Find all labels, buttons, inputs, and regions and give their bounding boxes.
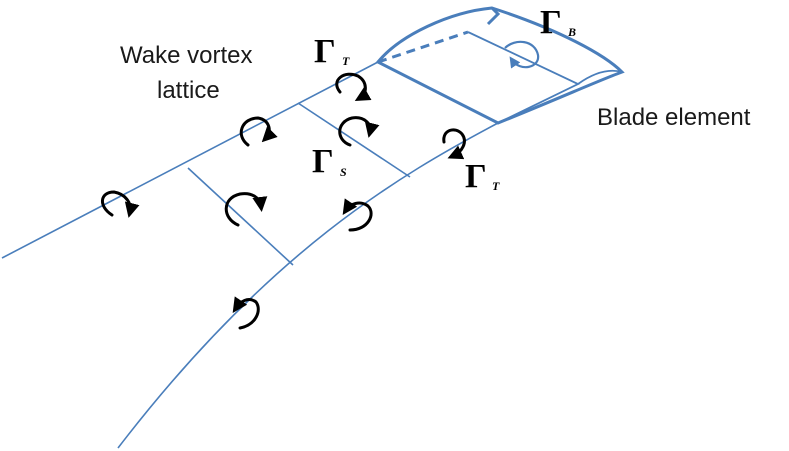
shed-vortex-line-2 xyxy=(187,167,294,266)
blade-lower-surface xyxy=(467,31,581,124)
vortex-icon xyxy=(442,128,466,160)
vortex-icon xyxy=(232,296,260,330)
gamma-bound: Γ xyxy=(540,4,562,41)
blade-element-shape xyxy=(375,6,625,125)
vortex-icon xyxy=(338,116,380,147)
blade-tip-leading-edge xyxy=(486,6,501,26)
bound-vortex-icon xyxy=(504,40,540,69)
wake-lattice-label-line2: lattice xyxy=(157,77,220,104)
shed-vortex-line-1 xyxy=(297,102,411,178)
vortex-icon xyxy=(101,190,140,218)
gamma-shed: Γ xyxy=(312,143,334,180)
vortex-icon xyxy=(342,198,373,232)
vortex-icon xyxy=(239,116,278,147)
blade-trailing-edge xyxy=(577,69,623,85)
gamma-bound-subscript: B xyxy=(567,25,576,39)
gamma-trailing-top: Γ xyxy=(314,33,336,70)
gamma-trailing-top-subscript: T xyxy=(342,54,350,68)
vortex-icon xyxy=(335,72,372,101)
vortex-arrows xyxy=(101,72,466,330)
trailing-vortex-line-lower xyxy=(117,122,499,449)
blade-camber-line xyxy=(377,30,469,64)
gamma-trailing-right: Γ xyxy=(465,158,487,195)
gamma-shed-subscript: S xyxy=(340,165,347,179)
blade-element-label: Blade element xyxy=(597,104,751,131)
gamma-trailing-right-subscript: T xyxy=(492,179,500,193)
trailing-vortex-line-upper xyxy=(1,61,379,259)
blade-outline xyxy=(375,6,625,125)
wake-lattice-label-line1: Wake vortex xyxy=(120,42,252,69)
vortex-icon xyxy=(224,192,268,227)
